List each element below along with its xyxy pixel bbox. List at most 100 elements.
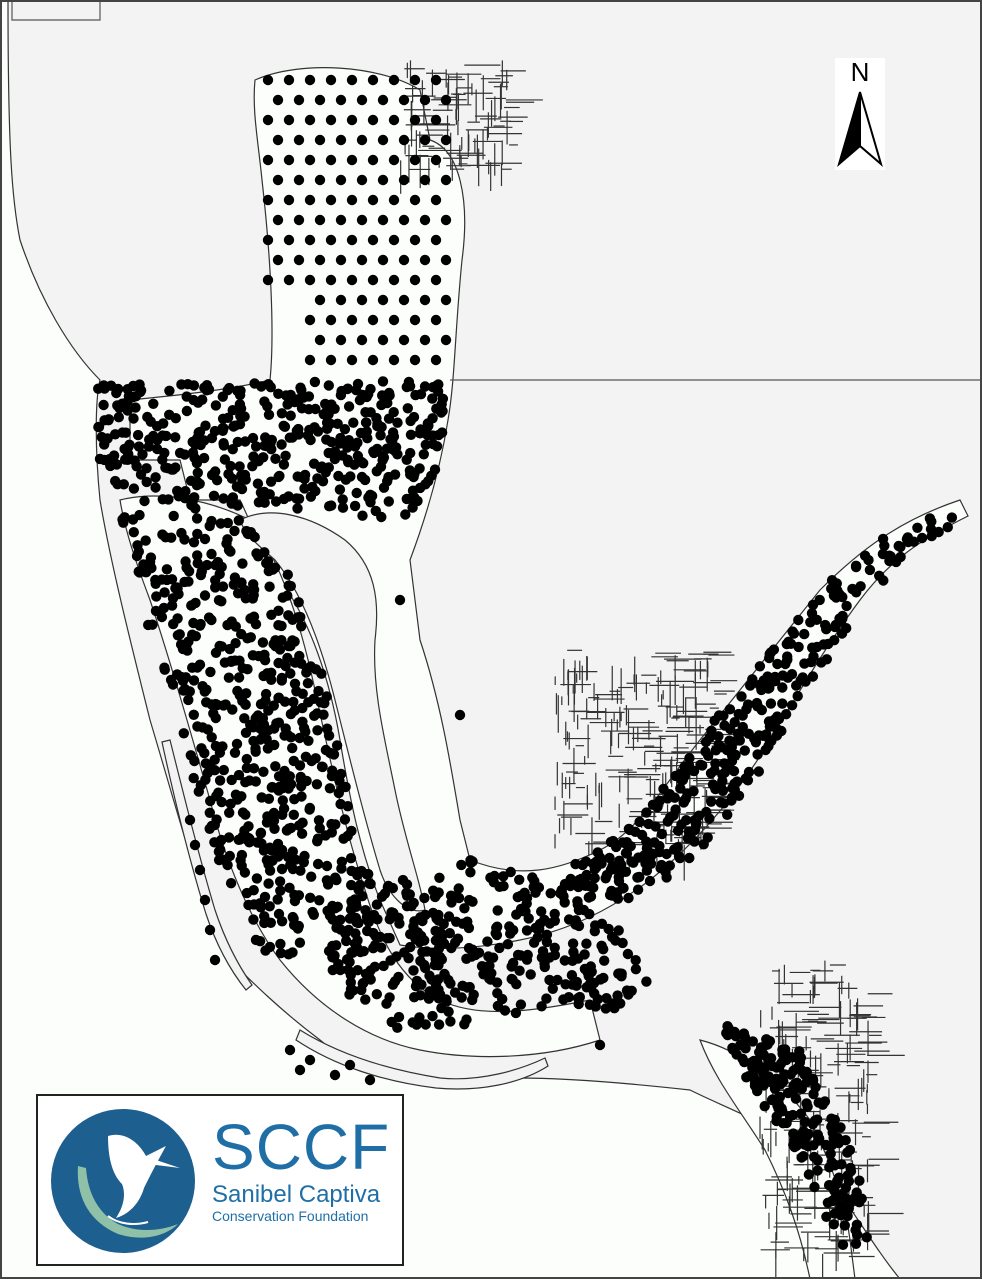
sample-point: [536, 1001, 547, 1012]
sample-point: [346, 74, 358, 86]
sample-point: [193, 786, 204, 797]
sample-point: [337, 502, 349, 513]
sample-point: [377, 214, 389, 226]
sample-point: [525, 969, 536, 980]
sample-point: [414, 463, 425, 474]
sample-point: [262, 74, 274, 86]
sample-point: [139, 495, 150, 507]
sample-point: [128, 527, 139, 538]
sample-point: [279, 730, 290, 741]
sample-point: [237, 663, 248, 674]
sample-point: [499, 1005, 511, 1016]
sample-point: [717, 769, 728, 780]
sample-point: [236, 483, 248, 495]
sample-point: [621, 848, 633, 859]
sample-point: [452, 933, 464, 944]
sample-point: [192, 528, 203, 540]
sample-point: [349, 500, 361, 512]
sample-point: [773, 1103, 784, 1114]
sample-point: [488, 877, 499, 888]
sample-point: [282, 569, 293, 580]
sample-point: [829, 1114, 840, 1126]
sample-point: [771, 1073, 782, 1085]
sample-point: [837, 613, 848, 624]
sample-point: [284, 1044, 296, 1056]
sample-point: [661, 872, 672, 883]
sample-point: [259, 917, 270, 929]
sample-point: [188, 537, 200, 548]
sccf-logo: SCCF Sanibel Captiva Conservation Founda…: [36, 1094, 404, 1266]
sample-point: [304, 154, 316, 166]
sample-point: [275, 947, 287, 959]
sample-point: [183, 694, 194, 706]
sample-point: [344, 1059, 356, 1071]
sample-point: [296, 781, 307, 792]
sample-point: [705, 768, 717, 779]
sample-point: [544, 974, 555, 986]
sample-point: [298, 392, 309, 403]
sample-point: [419, 214, 431, 226]
sample-point: [268, 815, 280, 826]
sample-point: [588, 882, 599, 893]
sample-point: [270, 761, 281, 772]
sample-point: [697, 760, 708, 771]
sample-point: [150, 578, 161, 589]
sample-point: [329, 449, 340, 460]
sample-point: [144, 434, 155, 445]
sample-point: [325, 194, 337, 206]
sample-point: [430, 114, 442, 126]
sample-point: [289, 657, 301, 668]
sample-point: [365, 910, 376, 921]
sample-point: [227, 444, 238, 455]
sample-point: [789, 1078, 801, 1090]
sample-point: [388, 114, 400, 126]
sample-point: [377, 94, 389, 106]
sample-point: [275, 938, 286, 950]
sample-point: [387, 427, 399, 438]
sample-point: [131, 461, 142, 472]
sample-point: [261, 440, 272, 452]
sample-point: [232, 436, 243, 448]
sample-point: [673, 851, 685, 862]
sample-point: [528, 937, 540, 948]
sample-point: [357, 510, 368, 521]
sample-point: [641, 836, 652, 847]
sample-point: [299, 850, 310, 862]
sample-point: [387, 882, 398, 894]
sample-point: [492, 905, 503, 916]
sample-point: [601, 869, 613, 881]
sample-point: [312, 426, 324, 437]
sample-point: [797, 672, 808, 683]
sample-point: [218, 764, 229, 776]
sample-point: [793, 641, 804, 653]
sample-point: [193, 427, 204, 438]
sample-point: [111, 387, 122, 399]
sample-point: [615, 998, 626, 1009]
sample-point: [630, 955, 641, 966]
sample-point: [406, 900, 417, 912]
sample-point: [293, 214, 305, 226]
sample-point: [444, 928, 455, 939]
pelican-emblem-icon: [51, 1109, 195, 1253]
sample-point: [321, 860, 333, 872]
sample-point: [388, 354, 400, 366]
sample-point: [521, 925, 533, 936]
sample-point: [313, 685, 324, 697]
sample-point: [367, 154, 379, 166]
sample-point: [512, 949, 524, 961]
sample-point: [613, 925, 624, 936]
sample-point: [421, 946, 432, 957]
sample-point: [331, 740, 343, 751]
sample-point: [707, 779, 719, 790]
sample-point: [580, 856, 592, 867]
sample-point: [719, 758, 730, 769]
sample-point: [264, 581, 275, 592]
sample-point: [799, 1069, 810, 1080]
sample-point: [752, 749, 763, 760]
sample-point: [440, 334, 452, 346]
sample-point: [405, 941, 416, 953]
sample-point: [409, 74, 421, 86]
sample-point: [352, 378, 364, 390]
sample-point: [206, 469, 218, 481]
sample-point: [801, 1098, 812, 1109]
